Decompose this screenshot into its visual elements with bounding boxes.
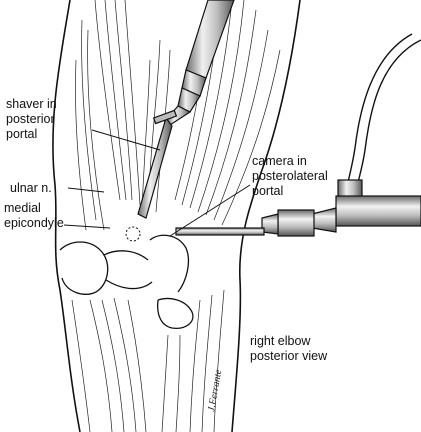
svg-text:portal: portal (6, 127, 37, 141)
label-ulnar-nerve: ulnar n. (10, 181, 52, 195)
svg-text:ulnar n.: ulnar n. (10, 181, 52, 195)
svg-text:J.Ferrante: J.Ferrante (206, 368, 224, 412)
svg-text:portal: portal (252, 184, 283, 198)
svg-text:posterior: posterior (6, 112, 55, 126)
svg-text:epicondyle: epicondyle (4, 216, 64, 230)
svg-text:posterior view: posterior view (250, 349, 328, 363)
svg-text:shaver in: shaver in (6, 97, 57, 111)
svg-text:right elbow: right elbow (250, 334, 311, 348)
label-camera-line2: posterolateral (252, 169, 328, 183)
labels: shaver in posterior portal ulnar n. medi… (4, 97, 328, 413)
arm-outline (52, 0, 301, 432)
camera-cable (345, 33, 421, 193)
svg-text:medial: medial (4, 201, 41, 215)
label-epicondyle-line1: medial (4, 201, 41, 215)
svg-text:camera in: camera in (252, 154, 307, 168)
svg-text:posterolateral: posterolateral (252, 169, 328, 183)
elbow-joint (59, 234, 194, 329)
label-shaver-line3: portal (6, 127, 37, 141)
label-view-line1: right elbow (250, 334, 311, 348)
label-camera-line1: camera in (252, 154, 307, 168)
leader-lines (63, 129, 251, 242)
label-shaver-line1: shaver in (6, 97, 57, 111)
camera-instrument (175, 179, 421, 237)
label-view-line2: posterior view (250, 349, 328, 363)
label-shaver-line2: posterior (6, 112, 55, 126)
label-epicondyle-line2: epicondyle (4, 216, 64, 230)
muscle-fibers-forearm (71, 289, 225, 432)
shaver-instrument (137, 0, 235, 219)
artist-signature: J.Ferrante (206, 368, 224, 412)
label-camera-line3: portal (252, 184, 283, 198)
